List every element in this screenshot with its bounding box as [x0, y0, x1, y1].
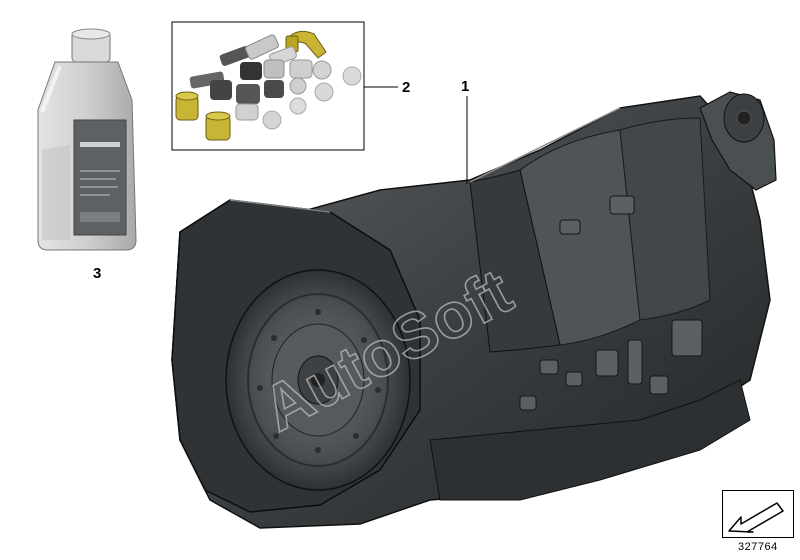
navigation-button[interactable]: [722, 490, 794, 538]
reference-number: 327764: [738, 541, 778, 553]
callout-2: 2: [402, 79, 411, 96]
transmission-assembly: [171, 91, 777, 529]
oil-bottle: [37, 28, 137, 251]
arrow-down-left-icon: [728, 502, 784, 533]
callout-3: 3: [93, 265, 102, 282]
plug-kit-parts: [175, 30, 362, 141]
callout-1: 1: [461, 78, 470, 95]
